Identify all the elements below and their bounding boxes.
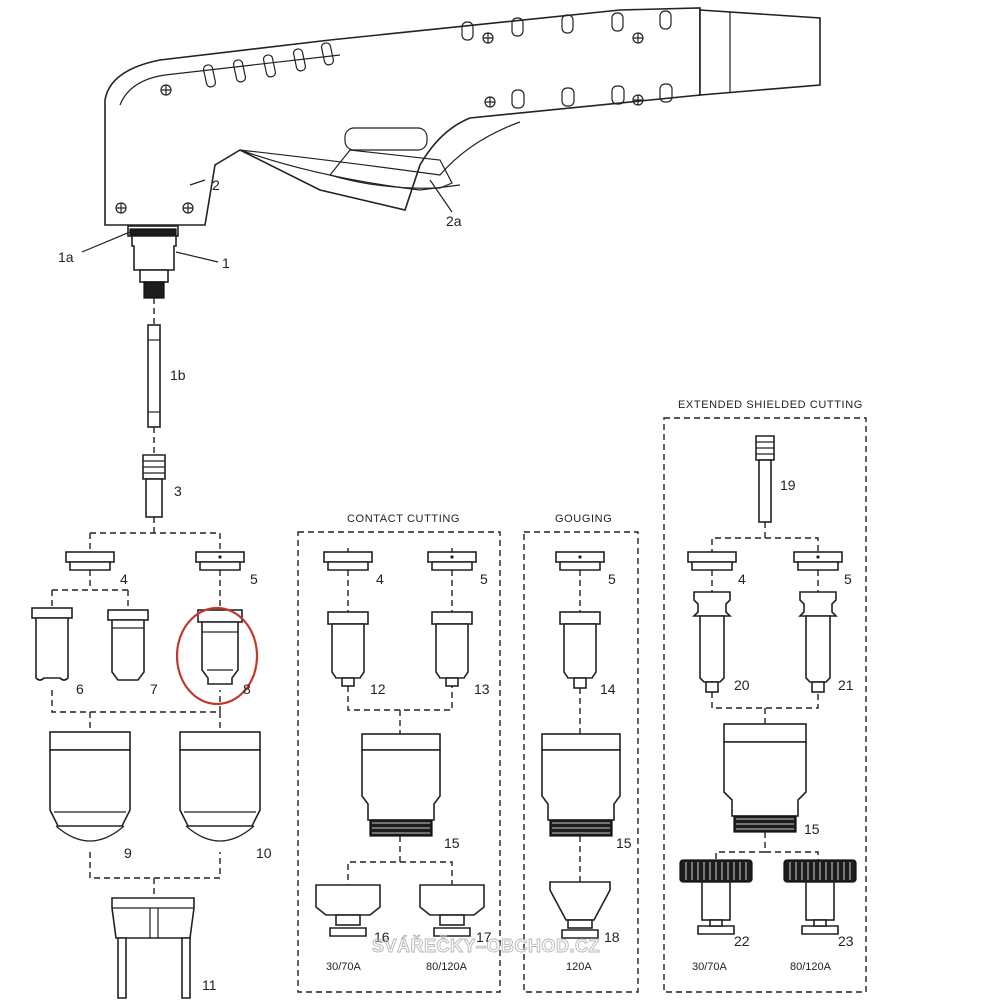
label-22: 22 [734, 933, 750, 949]
label-10: 10 [256, 845, 272, 861]
extended-part-4 [687, 551, 737, 571]
title-contact-cutting: CONTACT CUTTING [347, 513, 460, 525]
extended-part-23 [783, 859, 857, 935]
contact-part-4 [323, 551, 373, 571]
contact-cutting-box [297, 531, 501, 993]
label-5: 5 [250, 571, 258, 587]
section-titles: CONTACT CUTTING GOUGING EXTENDED SHIELDE… [347, 399, 863, 525]
amp-label-22: 30/70A [692, 961, 728, 973]
label-8: 8 [243, 681, 251, 697]
highlight-ring-part-8 [175, 606, 259, 706]
gouging-part-18 [549, 881, 611, 939]
part-10 [179, 731, 261, 842]
part-labels: 1 1a 1b 2 2a 3 4 5 6 7 8 9 10 11 4 5 12 … [58, 177, 854, 993]
gouging-part-15 [541, 733, 621, 837]
part-4-left [65, 551, 115, 571]
label-gouging-15: 15 [616, 835, 632, 851]
label-16: 16 [374, 929, 390, 945]
label-19: 19 [780, 477, 796, 493]
extended-part-5 [793, 551, 843, 571]
amp-label-23: 80/120A [790, 961, 832, 973]
label-3: 3 [174, 483, 182, 499]
title-gouging: GOUGING [555, 513, 612, 525]
torch-head-part-1 [81, 225, 219, 299]
label-gouging-5: 5 [608, 571, 616, 587]
title-extended-shielded-cutting: EXTENDED SHIELDED CUTTING [678, 399, 863, 411]
part-9 [49, 731, 131, 842]
label-contact-15: 15 [444, 835, 460, 851]
label-extended-15: 15 [804, 821, 820, 837]
amperage-labels: 30/70A 80/120A 120A 30/70A 80/120A [326, 961, 832, 973]
label-11: 11 [202, 977, 217, 993]
label-contact-5: 5 [480, 571, 488, 587]
label-2a: 2a [446, 213, 462, 229]
label-18: 18 [604, 929, 620, 945]
label-21: 21 [838, 677, 854, 693]
contact-part-17 [419, 884, 485, 937]
label-1b: 1b [170, 367, 186, 383]
part-11 [111, 897, 195, 999]
part-6 [31, 607, 73, 681]
grip-slots [202, 10, 673, 109]
label-9: 9 [124, 845, 132, 861]
contact-part-13 [431, 611, 473, 687]
label-23: 23 [838, 933, 854, 949]
extended-part-20 [692, 591, 732, 693]
watermark: SVÁŘEČKY–OBCHOD.CZ [372, 935, 600, 956]
extended-part-21 [798, 591, 838, 693]
handle-screws [115, 32, 644, 214]
label-7: 7 [150, 681, 158, 697]
label-1a: 1a [58, 249, 74, 265]
gouging-box [523, 531, 639, 993]
label-14: 14 [600, 681, 616, 697]
part-8 [197, 609, 243, 685]
label-extended-5: 5 [844, 571, 852, 587]
label-12: 12 [370, 681, 386, 697]
rod-part-1b [147, 324, 161, 428]
label-4: 4 [120, 571, 128, 587]
torch-handle [104, 7, 821, 226]
part-7 [107, 609, 149, 681]
label-17: 17 [476, 929, 492, 945]
label-extended-4: 4 [738, 571, 746, 587]
contact-part-5 [427, 551, 477, 571]
contact-part-12 [327, 611, 369, 687]
gouging-part-5 [555, 551, 605, 571]
gouging-part-14 [559, 611, 601, 689]
part-3 [142, 454, 166, 518]
extended-part-22 [679, 859, 753, 935]
extended-part-19 [755, 435, 775, 523]
amp-label-16: 30/70A [326, 961, 362, 973]
amp-label-18: 120A [566, 961, 592, 973]
contact-part-15 [361, 733, 441, 837]
label-6: 6 [76, 681, 84, 697]
part-5-left [195, 551, 245, 571]
label-1: 1 [222, 255, 230, 271]
label-2: 2 [212, 177, 220, 193]
contact-part-16 [315, 884, 381, 937]
label-13: 13 [474, 681, 490, 697]
extended-part-15 [723, 723, 807, 833]
label-contact-4: 4 [376, 571, 384, 587]
label-20: 20 [734, 677, 750, 693]
amp-label-17: 80/120A [426, 961, 468, 973]
extended-box [663, 417, 867, 993]
